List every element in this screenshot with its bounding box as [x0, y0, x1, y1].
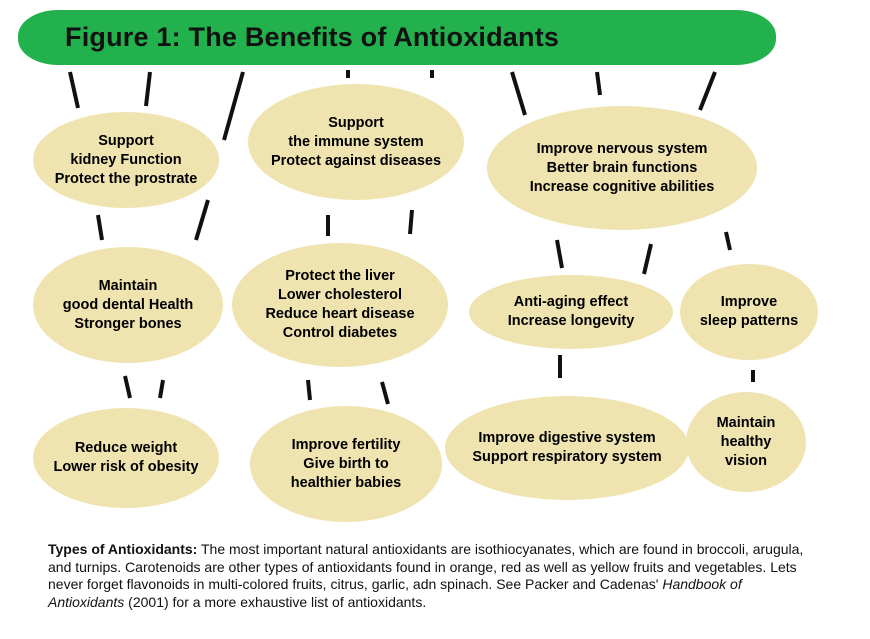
connector-line [306, 379, 312, 401]
node-text-line: healthy [720, 433, 772, 450]
node-text-line: Increase longevity [507, 313, 635, 329]
connector-line [380, 381, 390, 405]
node-text-line: Lower risk of obesity [53, 459, 199, 475]
connector-line [123, 375, 132, 399]
node-text-line: Better brain functions [546, 159, 698, 176]
node-text-line: Improve digestive system [478, 430, 656, 446]
node-text-line: Increase cognitive abilities [529, 178, 715, 195]
node-text-line: healthier babies [290, 474, 402, 491]
node-text-line: Maintain [716, 414, 776, 431]
node-text-line: Give birth to [303, 455, 389, 472]
node-text-line: Maintain [98, 277, 158, 294]
node-ellipse-aging [469, 275, 673, 349]
node-text-line: the immune system [288, 133, 424, 150]
connector-line [408, 209, 414, 235]
node-ellipse-liver [232, 243, 448, 367]
caption-text-1: The most important natural antioxidants … [48, 541, 804, 592]
node-text-line: Protect against diseases [270, 152, 442, 169]
node-text-line: Support [98, 132, 154, 149]
node-text-line: Protect the prostrate [54, 170, 198, 187]
node-ellipse-weight [33, 408, 219, 508]
node-text-line: kidney Function [70, 151, 182, 168]
connector-line [194, 199, 210, 241]
node-text-line: sleep patterns [699, 313, 799, 329]
node-ellipse-digestive [445, 396, 689, 500]
node-ellipse-sleep [680, 264, 818, 360]
node-ellipse-nervous [487, 106, 757, 230]
node-ellipse-vision [686, 392, 806, 492]
node-text-line: Improve fertility [291, 436, 401, 453]
connector-line [698, 71, 717, 111]
connector-line [510, 71, 527, 116]
node-ellipse-dental [33, 247, 223, 363]
node-text-line: Reduce weight [74, 440, 178, 456]
figure-title: Figure 1: The Benefits of Antioxidants [65, 22, 560, 52]
node-text-line: Reduce heart disease [265, 306, 415, 322]
node-text-line: Support respiratory system [472, 449, 662, 465]
node-text-line: Stronger bones [74, 315, 182, 332]
connector-line [724, 231, 732, 251]
caption-book-title: Handbook of Antioxidants [48, 576, 742, 610]
benefit-node-sleep: Improve sleep patterns [680, 264, 818, 360]
node-ellipse-immune [248, 84, 464, 200]
connector-line [158, 379, 165, 399]
node-text-line: vision [725, 452, 767, 469]
caption: Types of Antioxidants: The most importan… [48, 541, 818, 611]
caption-label: Types of Antioxidants: [48, 541, 198, 557]
connector-line [144, 71, 152, 107]
node-text-line: Lower cholesterol [277, 287, 403, 303]
node-ellipse-fertility [250, 406, 442, 522]
connector-line [222, 71, 245, 141]
benefit-node-vision: Maintain healthy vision [686, 392, 806, 492]
node-text-line: Improve [720, 294, 778, 310]
node-text-line: Protect the liver [285, 268, 395, 284]
node-ellipse-kidney [33, 112, 219, 208]
caption-text-2: (2001) for a more exhaustive list of ant… [124, 593, 427, 610]
node-text-line: Control diabetes [282, 325, 398, 341]
title-banner [18, 10, 776, 65]
connector-line [595, 71, 602, 96]
node-text-line: Support [328, 114, 384, 131]
node-text-line: good dental Health [62, 296, 194, 313]
connector-line [96, 214, 104, 241]
connector-line [642, 243, 653, 275]
node-text-line: Anti-aging effect [513, 294, 629, 310]
connector-line [68, 71, 80, 109]
node-text-line: Improve nervous system [536, 140, 708, 157]
connector-line [555, 239, 564, 269]
